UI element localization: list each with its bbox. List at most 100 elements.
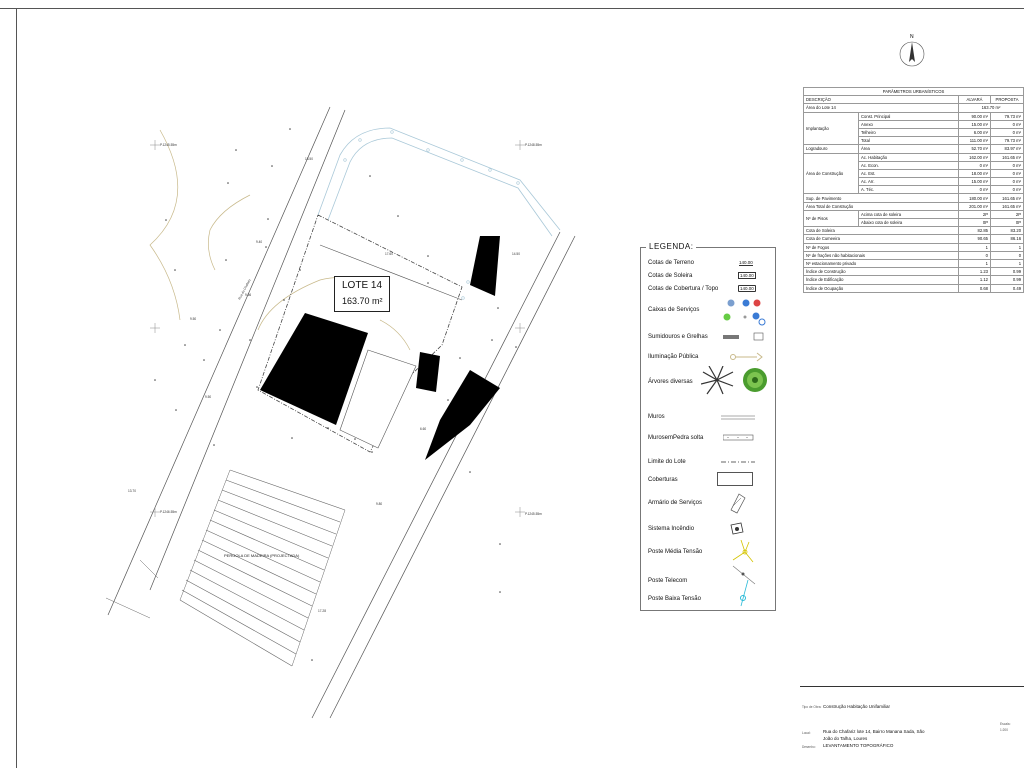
legend-label-drains: Sumidouros e Grelhas [648, 334, 708, 340]
service-cabinet-icon [730, 493, 746, 514]
svg-text:17.28: 17.28 [318, 609, 326, 613]
constr-row-alvara: 0 m² [958, 185, 991, 195]
dry-stone-wall-line [723, 434, 754, 441]
impl-row-proposta: 0 m² [989, 127, 1024, 138]
constr-row-proposta: 0 m² [989, 160, 1024, 170]
tail-row-alvara: 1.23 [958, 267, 991, 277]
service-boxes-icon [723, 299, 766, 326]
curb-nodes [343, 130, 520, 300]
impl-row-proposta: 0 m² [989, 119, 1024, 129]
pisos-row-proposta: 2P [989, 209, 1024, 220]
constr-row-alvara: 15.00 m² [958, 177, 991, 187]
ref-point-labels: P.1245.55m P.1248.55m P.1246.55m P.1245.… [160, 143, 542, 516]
tail-row-proposta: 86.16 [989, 234, 1024, 244]
legend-label-stone-walls: MurosemPedra solta [648, 435, 704, 441]
sheet-left-margin [16, 8, 17, 768]
constr-row-label: Ac. Econ. [858, 160, 959, 170]
area-total-proposta: 161.65 m² [989, 201, 1024, 211]
svg-text:P.1245.55m: P.1245.55m [160, 143, 177, 147]
tail-row-alvara: 0 [958, 250, 991, 260]
grid-crosses [150, 140, 525, 517]
pisos-row-proposta: 0P [989, 217, 1024, 228]
roof-outline [717, 472, 753, 486]
subject-label: Desenho: [802, 745, 816, 749]
svg-text:P.1246.55m: P.1246.55m [160, 510, 177, 514]
pisos-row-label: Abaixo cota de soleira [858, 217, 959, 228]
title-block-divider [800, 686, 1024, 687]
legend-value-threshold: 140.00 [738, 272, 756, 279]
legend-label-threshold: Cotas de Soleira [648, 273, 693, 279]
north-arrow: N [899, 34, 925, 67]
type-value: Construção Habitação Unifamiliar [823, 704, 891, 709]
sheet-border [0, 8, 1024, 769]
legend-label-roof: Cotas de Cobertura / Topo [648, 286, 719, 292]
curb-line [317, 127, 561, 237]
area-lote-label: Área do Lote 14 [803, 103, 959, 113]
type-label: Tipo de Obra: [802, 705, 822, 709]
area-total-alvara: 201.00 m² [958, 201, 991, 211]
tail-row-proposta: 83.20 [989, 226, 1024, 236]
constr-row-alvara: 162.00 m² [958, 152, 991, 162]
impl-row-alvara: 15.00 m² [958, 119, 991, 129]
local-value-2: João do Talha, Loures [823, 736, 868, 741]
params-title: PARÂMETROS URBANÍSTICOS [802, 86, 1024, 97]
impl-row-label: Const. Principal [858, 111, 959, 121]
legend-label-lighting: Iluminação Pública [648, 354, 699, 360]
fire-system-icon [730, 522, 744, 535]
low-voltage-pole-icon [740, 580, 749, 607]
pisos-row-alvara: 2P [958, 209, 991, 220]
local-value-1: Rua do Chafariz lote 14, Bairro Manana S… [823, 729, 925, 734]
svg-text:9.56: 9.56 [245, 293, 251, 297]
legend-label-telecom-pole: Poste Telecom [648, 578, 688, 584]
svg-text:9.40: 9.40 [256, 240, 262, 244]
trees-icon [701, 366, 767, 395]
tail-row-proposta: 0 [989, 250, 1024, 260]
tail-row-label: Índice de Construção [803, 267, 959, 277]
svg-text:P.1248.55m: P.1248.55m [525, 143, 542, 147]
tail-row-proposta: 0.99 [989, 275, 1024, 285]
north-label: N [910, 34, 914, 40]
implantacao-label: Implantação [803, 111, 859, 146]
constr-row-proposta: 0 m² [989, 177, 1024, 187]
legend-label-terrain: Cotas de Terreno [648, 260, 694, 266]
logradouro-sub: Área [858, 144, 959, 154]
pisos-row-label: Acima cota de soleira [858, 209, 959, 220]
constr-row-alvara: 18.00 m² [958, 168, 991, 179]
area-total-label: Área Total de Construção [803, 201, 959, 211]
wall-line [721, 415, 755, 420]
legend-label-lv-pole: Poste Baixa Tensão [648, 596, 701, 602]
subject-value: LEVANTAMENTO TOPOGRÁFICO [823, 743, 894, 748]
scale-label: Escala: [1000, 722, 1011, 726]
medium-voltage-pole-icon [732, 540, 754, 563]
scale-value: 1:200 [1000, 728, 1008, 732]
street-label: Rua do Chafariz [237, 278, 252, 301]
lot-label-box: LOTE 14 163.70 m² [334, 276, 390, 312]
impl-row-proposta: 79.73 m² [989, 136, 1024, 146]
svg-text:17.60: 17.60 [385, 252, 393, 256]
constr-row-label: A. Téc. [858, 185, 959, 195]
legend-label-lot-boundary: Limite do Lote [648, 459, 686, 465]
header-proposta: PROPOSTA [989, 95, 1024, 105]
tail-row-label: Cota de Soleira [803, 226, 959, 236]
constr-row-proposta: 161.65 m² [989, 152, 1024, 162]
lot-label: LOTE 14 [342, 280, 383, 291]
tail-row-proposta: 0.49 [989, 283, 1024, 293]
legend-title: LEGENDA: [646, 242, 697, 251]
urban-parameters-table: PARÂMETROS URBANÍSTICOS DESCRIÇÃO ALVARÁ… [802, 86, 1024, 293]
pergola-hatch [179, 469, 346, 667]
tail-row-alvara: 82.85 [958, 226, 991, 236]
pergola-label: PERGOLA DE MADEIRA (PROJECTADA) [224, 553, 300, 558]
roof-blocks [260, 236, 500, 460]
site-plan: PERGOLA DE MADEIRA (PROJECTADA) P.1245.5… [105, 106, 576, 719]
lot-area: 163.70 m² [342, 296, 383, 306]
svg-text:P.1245.55m: P.1245.55m [525, 512, 542, 516]
svg-text:9.80: 9.80 [376, 502, 382, 506]
svg-text:13.50: 13.50 [305, 157, 313, 161]
contour-lines [149, 129, 411, 351]
pisos-row-alvara: 0P [958, 217, 991, 228]
impl-row-alvara: 90.00 m² [958, 111, 991, 121]
svg-text:9.50: 9.50 [190, 317, 196, 321]
constr-row-label: Ac. Habitação [858, 152, 959, 162]
legend-label-mv-pole: Poste Média Tensão [648, 549, 703, 555]
header-alvara: ALVARÁ [958, 95, 991, 105]
